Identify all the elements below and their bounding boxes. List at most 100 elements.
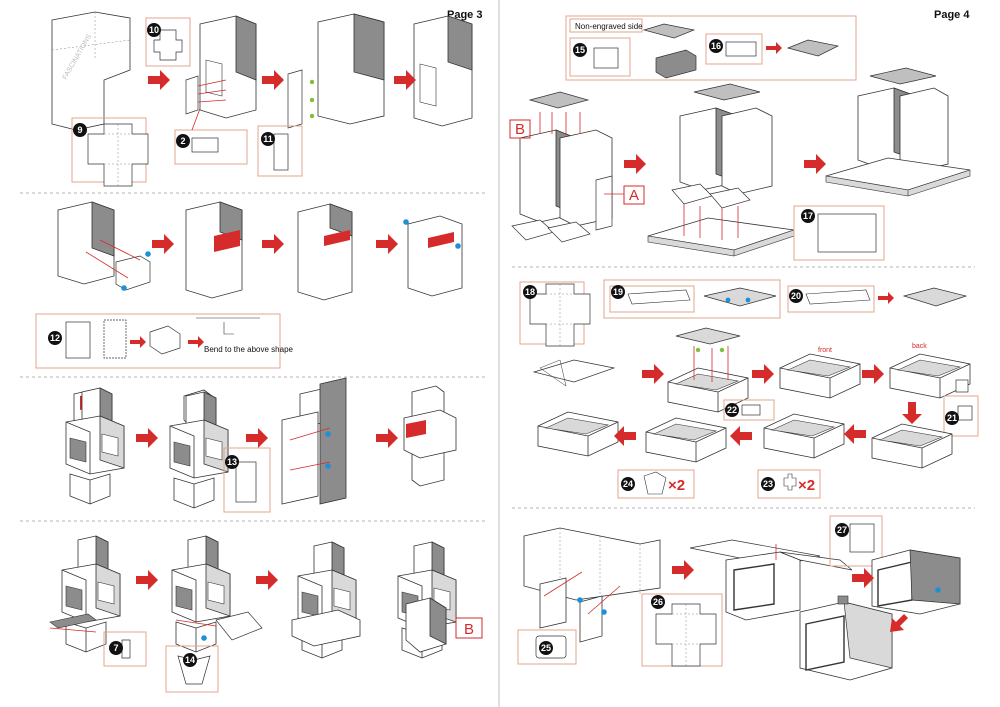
step-badge-24 [621, 477, 635, 491]
part-a-label-box [623, 185, 645, 205]
back-label: back [912, 343, 927, 350]
cab-assembly-a [689, 539, 853, 621]
step-23-illustration [757, 469, 821, 499]
step-badge-20 [789, 289, 803, 303]
assembly-row4-d [397, 541, 457, 659]
step-badge-14 [183, 653, 197, 667]
flow-arrows-bottom [672, 560, 908, 632]
part-b-label-box [455, 617, 483, 639]
step-number-18: 18 [525, 287, 535, 297]
step-number-12: 12 [50, 333, 60, 343]
step-badge-12 [48, 331, 62, 345]
cab-assembly-b [871, 549, 961, 615]
step-number-2: 2 [180, 136, 185, 146]
step-badge-23 [761, 477, 775, 491]
step-badge-27 [835, 523, 849, 537]
step-number-14: 14 [185, 655, 195, 665]
non-engraved-side-label: Non-engraved side [575, 22, 643, 31]
step-badge-15 [573, 43, 587, 57]
step-18-illustration [519, 281, 616, 387]
part-a-label: A [629, 187, 639, 204]
base-tray-row2-c [645, 417, 727, 463]
assembly-row2-a [57, 201, 151, 291]
step-13-illustration [223, 447, 271, 513]
step-number-27: 27 [837, 525, 847, 535]
assembly-row4-c [291, 541, 361, 659]
step-26-illustration [641, 593, 723, 667]
base-tray-row2-b [763, 413, 845, 459]
step-badge-22 [725, 403, 739, 417]
assembly-row4-b [171, 535, 263, 653]
step-number-23: 23 [763, 479, 773, 489]
cab-assembly-final [799, 595, 893, 681]
step-2-illustration [174, 75, 248, 165]
step-number-13: 13 [227, 457, 237, 467]
flow-arrows-top [624, 154, 826, 174]
step-27-illustration [829, 515, 883, 567]
step-number-25: 25 [541, 643, 551, 653]
assembly-row3-b [169, 389, 229, 509]
step-number-15: 15 [575, 45, 585, 55]
base-tray-row2-a [871, 423, 953, 469]
step-number-19: 19 [613, 287, 623, 297]
flow-arrows-middle [614, 364, 922, 446]
base-tray-front [779, 353, 861, 399]
step-15-16-frame [565, 15, 857, 81]
step-badge-7 [109, 641, 123, 655]
flow-arrows-row1 [148, 70, 416, 90]
step-7-illustration [103, 631, 147, 667]
step-number-10: 10 [149, 25, 159, 35]
bend-instruction: Bend to the above shape [204, 345, 294, 354]
flow-arrows-row2 [152, 234, 398, 254]
page-number-right: Page 4 [934, 9, 970, 21]
step-17-illustration [793, 205, 885, 261]
step-number-21: 21 [947, 413, 957, 423]
flow-arrows-row3 [136, 428, 398, 448]
assembly-robot-row1-c [413, 15, 473, 127]
step-badge-9 [73, 123, 87, 137]
flow-arrows-row4 [136, 570, 278, 590]
quantity-23: ×2 [798, 477, 815, 494]
step-badge-2 [176, 134, 190, 148]
assembly-row2-c [297, 203, 353, 301]
part-b-label-left: B [464, 621, 474, 638]
assembly-row3-c [281, 377, 347, 505]
step-number-17: 17 [803, 211, 813, 221]
step-badge-25 [539, 641, 553, 655]
step-badge-13 [225, 455, 239, 469]
front-label: front [818, 347, 832, 354]
step-14-illustration [165, 645, 219, 693]
step-number-16: 16 [711, 41, 721, 51]
step-badge-21 [945, 411, 959, 425]
assembly-row2-d [403, 215, 463, 297]
assembly-robot-row1-a [197, 15, 257, 119]
part-b-label-right: B [515, 121, 525, 138]
section-separators [20, 192, 975, 522]
step-11-illustration [257, 125, 303, 177]
step-badge-11 [261, 132, 275, 146]
legs-final [825, 67, 971, 197]
step-badge-19 [611, 285, 625, 299]
step-12-frame [35, 313, 281, 369]
base-tray-row2-d [537, 411, 619, 457]
cab-panels-exploded [523, 527, 661, 643]
step-number-20: 20 [791, 291, 801, 301]
base-tray-exploded [667, 327, 749, 413]
assembly-row3-d [403, 385, 457, 487]
step-22-illustration [723, 399, 775, 421]
step-number-7: 7 [113, 643, 118, 653]
step-badge-17 [801, 209, 815, 223]
assembly-row4-a [49, 535, 121, 653]
step-9-illustration: FASCINATIONS [51, 11, 149, 187]
step-badge-16 [709, 39, 723, 53]
step-number-9: 9 [77, 125, 82, 135]
step-10-illustration [145, 17, 191, 67]
assembly-row3-a [65, 387, 125, 505]
page-number-left: Page 3 [447, 9, 482, 21]
step-badge-26 [651, 595, 665, 609]
assembly-robot-row1-b [287, 13, 385, 129]
step-badge-10 [147, 23, 161, 37]
legs-assembly-exploded [511, 91, 624, 243]
step-19-20-frame [603, 279, 968, 319]
